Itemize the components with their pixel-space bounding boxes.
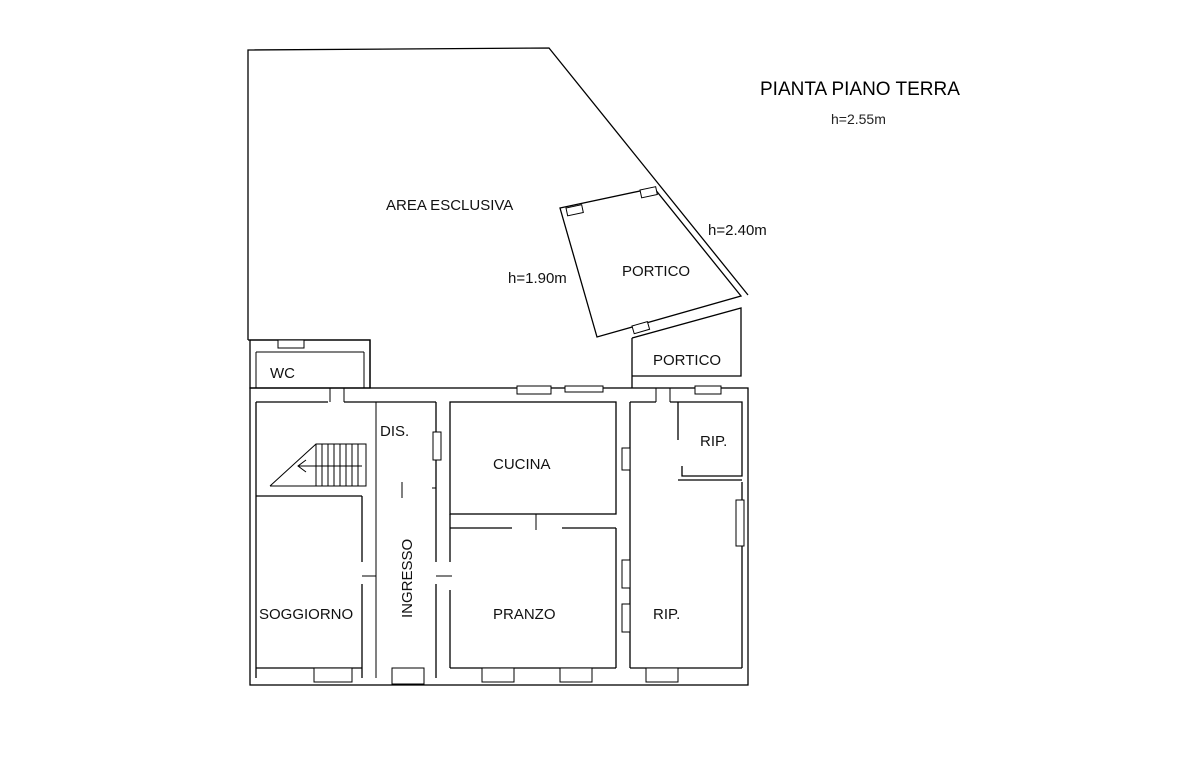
- label-portico-upper: PORTICO: [622, 263, 690, 280]
- label-dis: DIS.: [380, 423, 409, 440]
- height-note: h=2.55m: [831, 111, 886, 127]
- label-area-esclusiva: AREA ESCLUSIVA: [386, 197, 513, 214]
- label-wc: WC: [270, 365, 295, 382]
- label-ingresso: INGRESSO: [399, 539, 416, 618]
- portico-upper-outline: [559, 186, 743, 338]
- label-rip-large: RIP.: [653, 606, 680, 623]
- plan-title: PIANTA PIANO TERRA: [760, 79, 960, 100]
- exclusive-area-outline: [247, 47, 749, 388]
- building-walls: [249, 307, 749, 686]
- staircase: [269, 443, 367, 487]
- label-pranzo: PRANZO: [493, 606, 556, 623]
- label-portico-height-right: h=2.40m: [708, 222, 767, 239]
- label-soggiorno: SOGGIORNO: [259, 606, 353, 623]
- label-portico-height-left: h=1.90m: [508, 270, 567, 287]
- label-cucina: CUCINA: [493, 456, 551, 473]
- label-rip-small: RIP.: [700, 433, 727, 450]
- windows: [277, 339, 745, 685]
- label-portico-lower: PORTICO: [653, 352, 721, 369]
